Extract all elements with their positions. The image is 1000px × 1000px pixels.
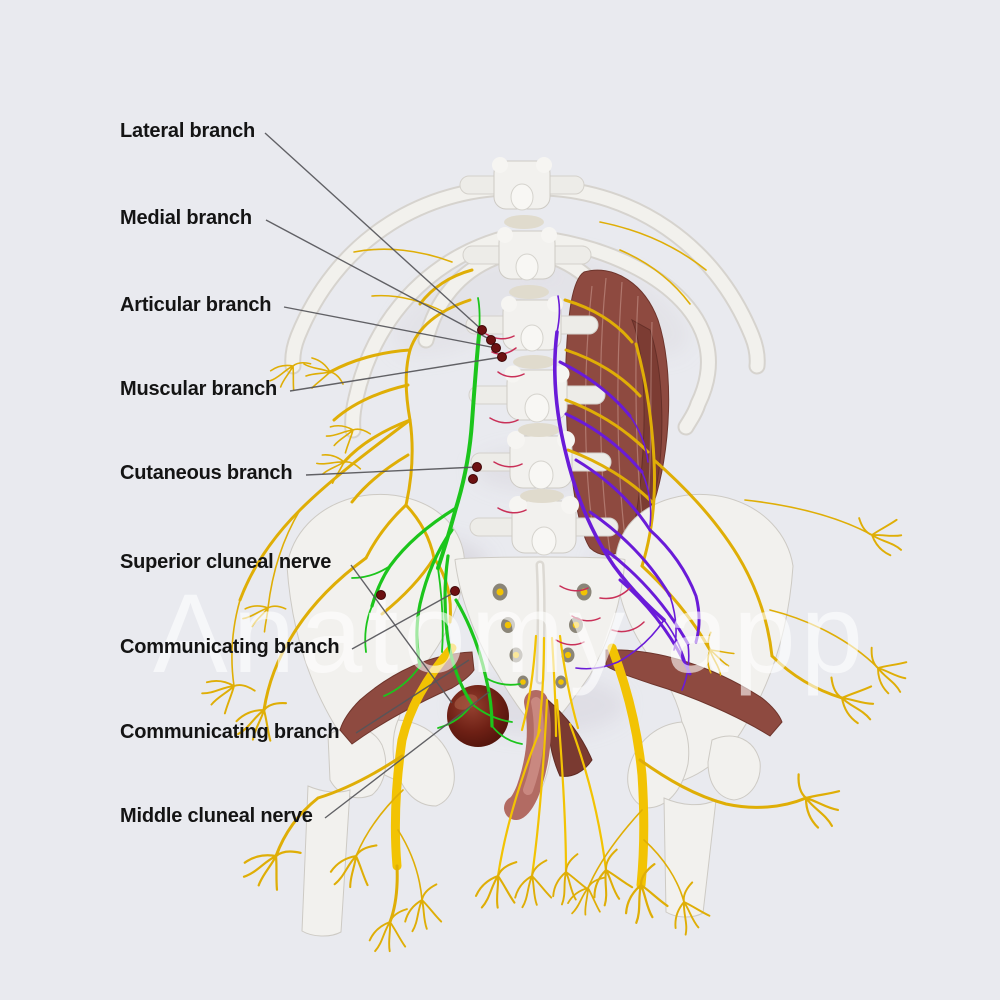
branch-point-dot [376,590,386,600]
leader-line [289,356,503,392]
leader-line [264,132,483,331]
label-cutaneous-branch[interactable]: Cutaneous branch [120,462,293,484]
leader-lines [264,132,503,819]
label-communicating-branch-1[interactable]: Communicating branch [120,636,340,658]
cauda-equina [496,634,608,878]
branch-point-dot [486,335,496,345]
label-muscular-branch[interactable]: Muscular branch [120,378,278,400]
femurs [301,727,761,937]
branch-point-dots [376,325,507,600]
branch-point-dot [468,474,478,484]
leader-line [305,466,478,476]
left-ischium [392,719,455,807]
right-femur-shaft [663,797,717,918]
label-middle-cluneal-nerve[interactable]: Middle cluneal nerve [120,805,313,827]
sacral-nerve-roots [496,588,588,685]
leader-line [324,691,490,819]
leader-line [265,219,492,341]
nerve-network [197,221,916,958]
branch-point-dot [491,343,501,353]
right-piriformis [605,649,783,737]
leader-line [283,306,497,349]
label-superior-cluneal-nerve[interactable]: Superior cluneal nerve [120,551,332,573]
watermark: Anatomy app [153,571,868,696]
highlighted-green-nerves [351,297,523,745]
label-medial-branch[interactable]: Medial branch [120,207,252,229]
branch-point-dot [450,586,460,596]
label-lateral-branch[interactable]: Lateral branch [120,120,256,142]
branch-point-dot [497,352,507,362]
branch-point-dot [472,462,482,472]
leader-line [350,564,453,704]
label-communicating-branch-2[interactable]: Communicating branch [120,721,340,743]
branch-point-dot [477,325,487,335]
leader-line [351,591,456,650]
label-articular-branch[interactable]: Articular branch [120,294,272,316]
leader-line [355,659,470,734]
right-greater-trochanter [707,735,761,801]
left-femur-shaft [301,785,351,937]
